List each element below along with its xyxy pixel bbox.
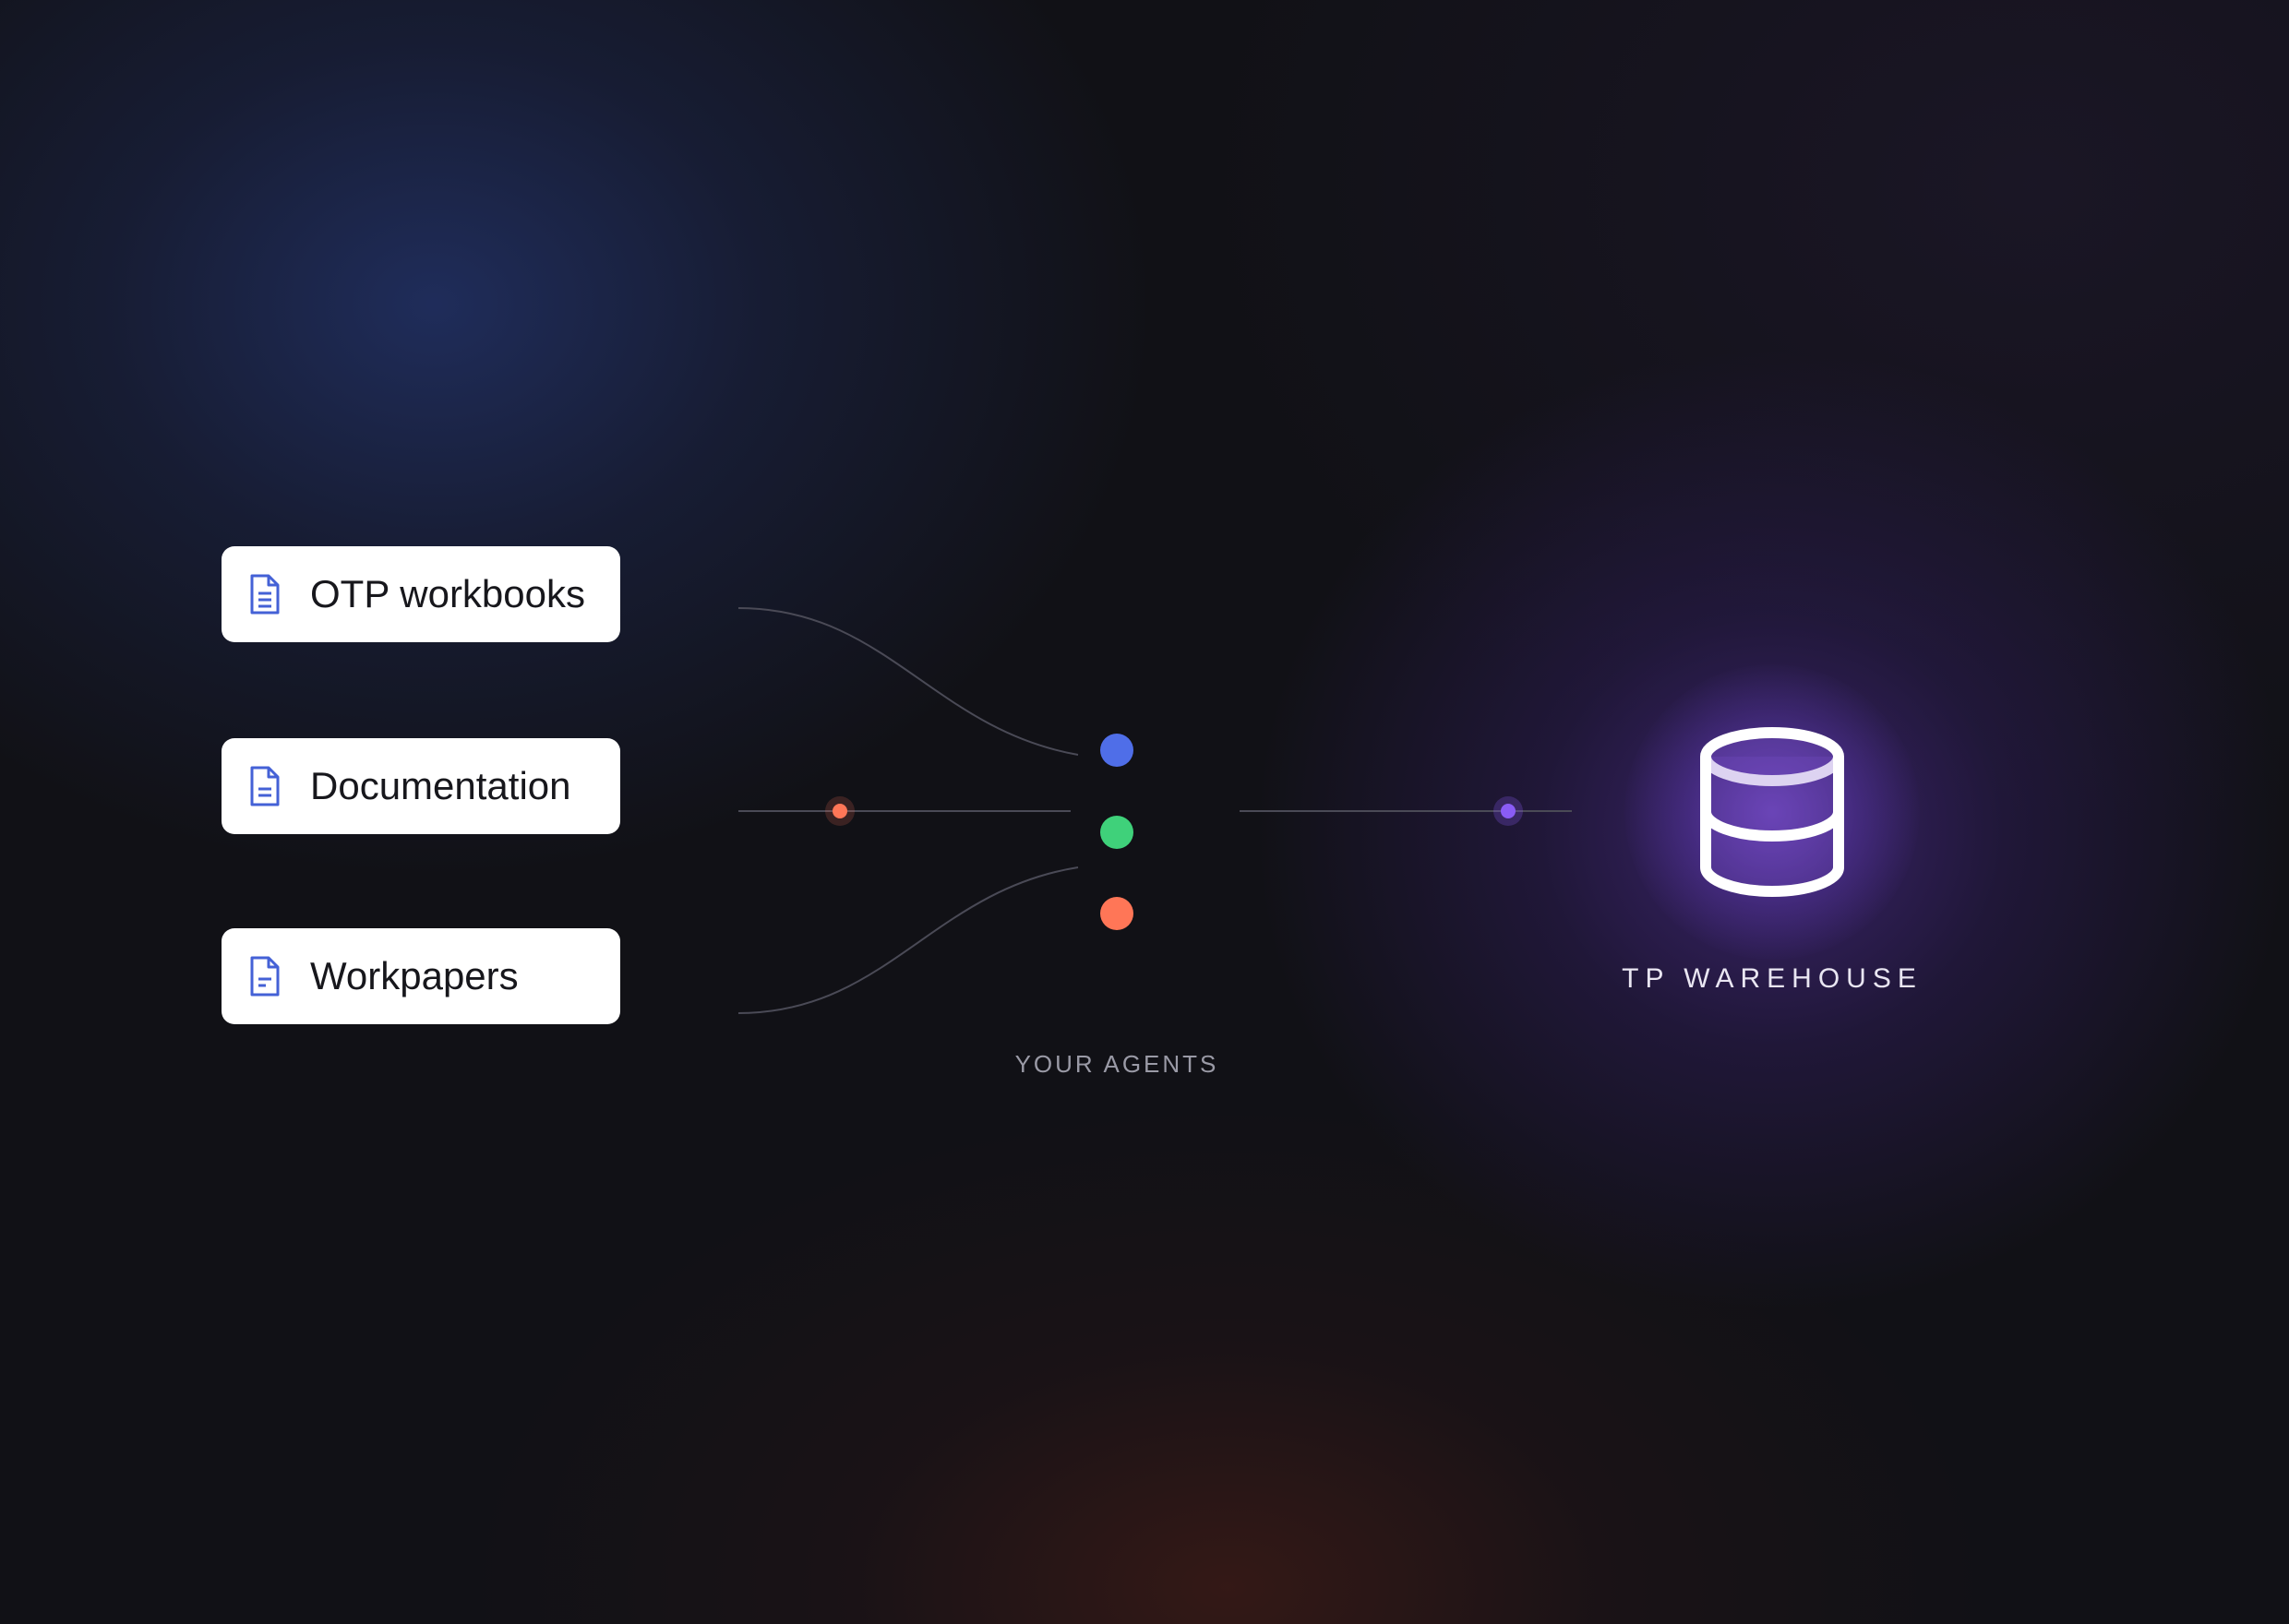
warehouse-glow [1624,664,1920,960]
document-icon [250,766,280,806]
pulse-dot-right [1501,804,1516,818]
wire-otp-to-agents [737,607,1079,756]
source-card-otp-workbooks[interactable]: OTP workbooks [222,546,620,642]
agents-label: YOUR AGENTS [1014,1050,1219,1078]
database-icon[interactable] [1689,720,1855,904]
document-icon [250,956,280,997]
wire-workpapers-to-agents [737,866,1079,1014]
source-card-workpapers[interactable]: Workpapers [222,928,620,1024]
agent-dot-blue[interactable] [1100,734,1133,767]
agent-dot-orange[interactable] [1100,897,1133,930]
agent-dot-green[interactable] [1100,816,1133,849]
warehouse-label: TP WAREHOUSE [1622,963,1923,994]
pulse-dot-left [833,804,847,818]
source-label: Documentation [310,764,571,807]
source-label: Workpapers [310,954,519,997]
document-icon [250,574,280,615]
source-label: OTP workbooks [310,572,585,615]
source-card-documentation[interactable]: Documentation [222,738,620,834]
